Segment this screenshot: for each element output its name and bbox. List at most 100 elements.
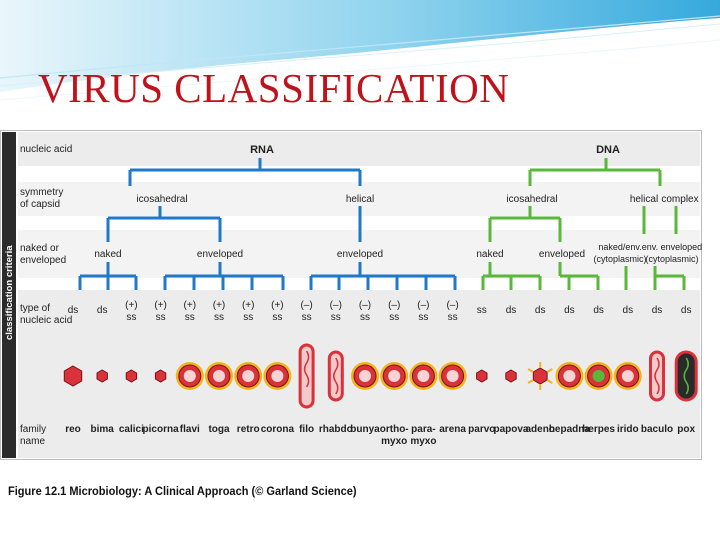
nucleic-acid-type-label: ds	[68, 305, 79, 316]
virus-glyph	[327, 350, 344, 402]
node-rna-icosahedral: icosahedral	[136, 194, 187, 205]
virus-core	[183, 370, 196, 382]
rna-tree-lines	[78, 158, 457, 290]
virus-core	[563, 370, 576, 382]
virus-core	[417, 370, 430, 382]
node-dna: DNA	[596, 144, 620, 156]
row-band-type	[18, 290, 700, 336]
virus-core	[621, 370, 634, 382]
nucleic-acid-type-label: ss	[272, 312, 282, 323]
nucleic-acid-type-label: ss	[360, 312, 370, 323]
node-rna-naked: naked	[94, 249, 121, 260]
family-column-bunya: (–)ss bunya	[350, 300, 380, 435]
family-name-label: bunya	[350, 424, 380, 435]
virus-fiber	[546, 368, 553, 373]
family-name-label: corona	[261, 424, 295, 435]
family-name-label: parvo	[468, 424, 495, 435]
node-rna-enveloped-hel: enveloped	[337, 249, 383, 260]
nucleic-acid-type-label: ss	[418, 312, 428, 323]
virus-glyph	[476, 369, 488, 383]
nucleic-acid-type-label: (+)	[154, 300, 167, 311]
slide-title: VIRUS CLASSIFICATION	[38, 65, 510, 111]
virus-genome	[333, 357, 339, 395]
node-rna-enveloped-ico: enveloped	[197, 249, 243, 260]
nucleic-acid-type-label: ss	[389, 312, 399, 323]
family-name-label: filo	[299, 424, 314, 435]
nucleic-acid-type-label: ds	[506, 305, 517, 316]
family-column-hepadna: ds hepadna	[549, 305, 591, 435]
row-label-type-2: nucleic acid	[20, 315, 72, 326]
family-column-filo: (–)ss filo	[298, 300, 315, 435]
nucleic-acid-type-label: ds	[652, 305, 663, 316]
row-label-family-1: family	[20, 424, 46, 435]
nucleic-acid-type-label: (+)	[271, 300, 284, 311]
figure-caption: Figure 12.1 Microbiology: A Clinical App…	[8, 484, 357, 498]
nucleic-acid-type-label: ss	[243, 312, 253, 323]
virus-fiber	[527, 368, 534, 373]
nucleic-acid-type-label: ss	[126, 312, 136, 323]
virus-core	[242, 370, 255, 382]
node-dna-naked: naked	[476, 249, 503, 260]
virus-fiber	[546, 379, 553, 384]
family-name-label: rhabdo	[319, 424, 353, 435]
nucleic-acid-type-label: ss	[185, 312, 195, 323]
virus-core	[359, 370, 371, 382]
nucleic-acid-type-label: ds	[681, 305, 692, 316]
row-label-naked-2: enveloped	[20, 255, 66, 266]
nucleic-acid-type-label: (–)	[300, 300, 312, 311]
family-name-label: baculo	[641, 424, 673, 435]
nucleic-acid-type-label: ss	[156, 312, 166, 323]
virus-core	[213, 370, 225, 382]
family-name-label: flavi	[180, 424, 200, 435]
header-wave-band	[0, 0, 720, 101]
virus-genome	[303, 350, 310, 388]
virus-core	[388, 370, 401, 382]
nucleic-acid-type-label: ss	[331, 312, 341, 323]
row-label-naked-1: naked or	[20, 243, 60, 254]
family-name-label: herpes	[582, 424, 615, 435]
family-name-label: irido	[617, 424, 639, 435]
node-dna-helical: helical	[630, 194, 658, 205]
virus-classification-figure: classification criteria nucleic acid sym…	[0, 130, 702, 460]
family-name-label: para-	[411, 424, 435, 435]
virus-core	[446, 370, 459, 382]
nucleic-acid-type-label: (–)	[446, 300, 458, 311]
family-name-label: hepadna	[549, 424, 591, 435]
nucleic-acid-type-label: (–)	[417, 300, 429, 311]
family-column-baculo: ds baculo	[641, 305, 673, 435]
nucleic-acid-type-label: (+)	[213, 300, 226, 311]
family-name-label: myxo	[381, 436, 407, 447]
nucleic-acid-type-label: ds	[564, 305, 575, 316]
node-dna-env-cyto-2: (cytoplasmic)	[645, 254, 698, 264]
nucleic-acid-type-label: (+)	[242, 300, 255, 311]
nucleic-acid-type-label: ss	[477, 305, 487, 316]
row-label-nucleic-acid: nucleic acid	[20, 144, 72, 155]
virus-genome	[654, 357, 660, 395]
family-name-label: pox	[677, 424, 695, 435]
family-column-parvo: ss parvo	[468, 305, 495, 435]
virus-core	[271, 370, 284, 382]
nucleic-acid-type-label: (+)	[125, 300, 138, 311]
nucleic-acid-type-label: (–)	[330, 300, 342, 311]
node-rna-helical: helical	[346, 194, 374, 205]
virus-glyph	[96, 369, 108, 383]
nucleic-acid-type-label: ds	[593, 305, 604, 316]
node-dna-naked-env-1: naked/env.	[598, 242, 641, 252]
nucleic-acid-type-label: ss	[302, 312, 312, 323]
family-name-label: myxo	[410, 436, 436, 447]
nucleic-acid-type-label: (–)	[359, 300, 371, 311]
nucleic-acid-type-label: ss	[448, 312, 458, 323]
virus-glyph	[649, 350, 665, 402]
virus-genome	[683, 357, 689, 395]
family-name-label: toga	[208, 424, 230, 435]
virus-glyph	[505, 369, 517, 383]
node-dna-icosahedral: icosahedral	[506, 194, 557, 205]
family-column-herpes: ds herpes	[582, 305, 615, 435]
family-columns: dsreodsbima(+)sscalici(+)sspicorna(+)ssf…	[63, 300, 698, 447]
